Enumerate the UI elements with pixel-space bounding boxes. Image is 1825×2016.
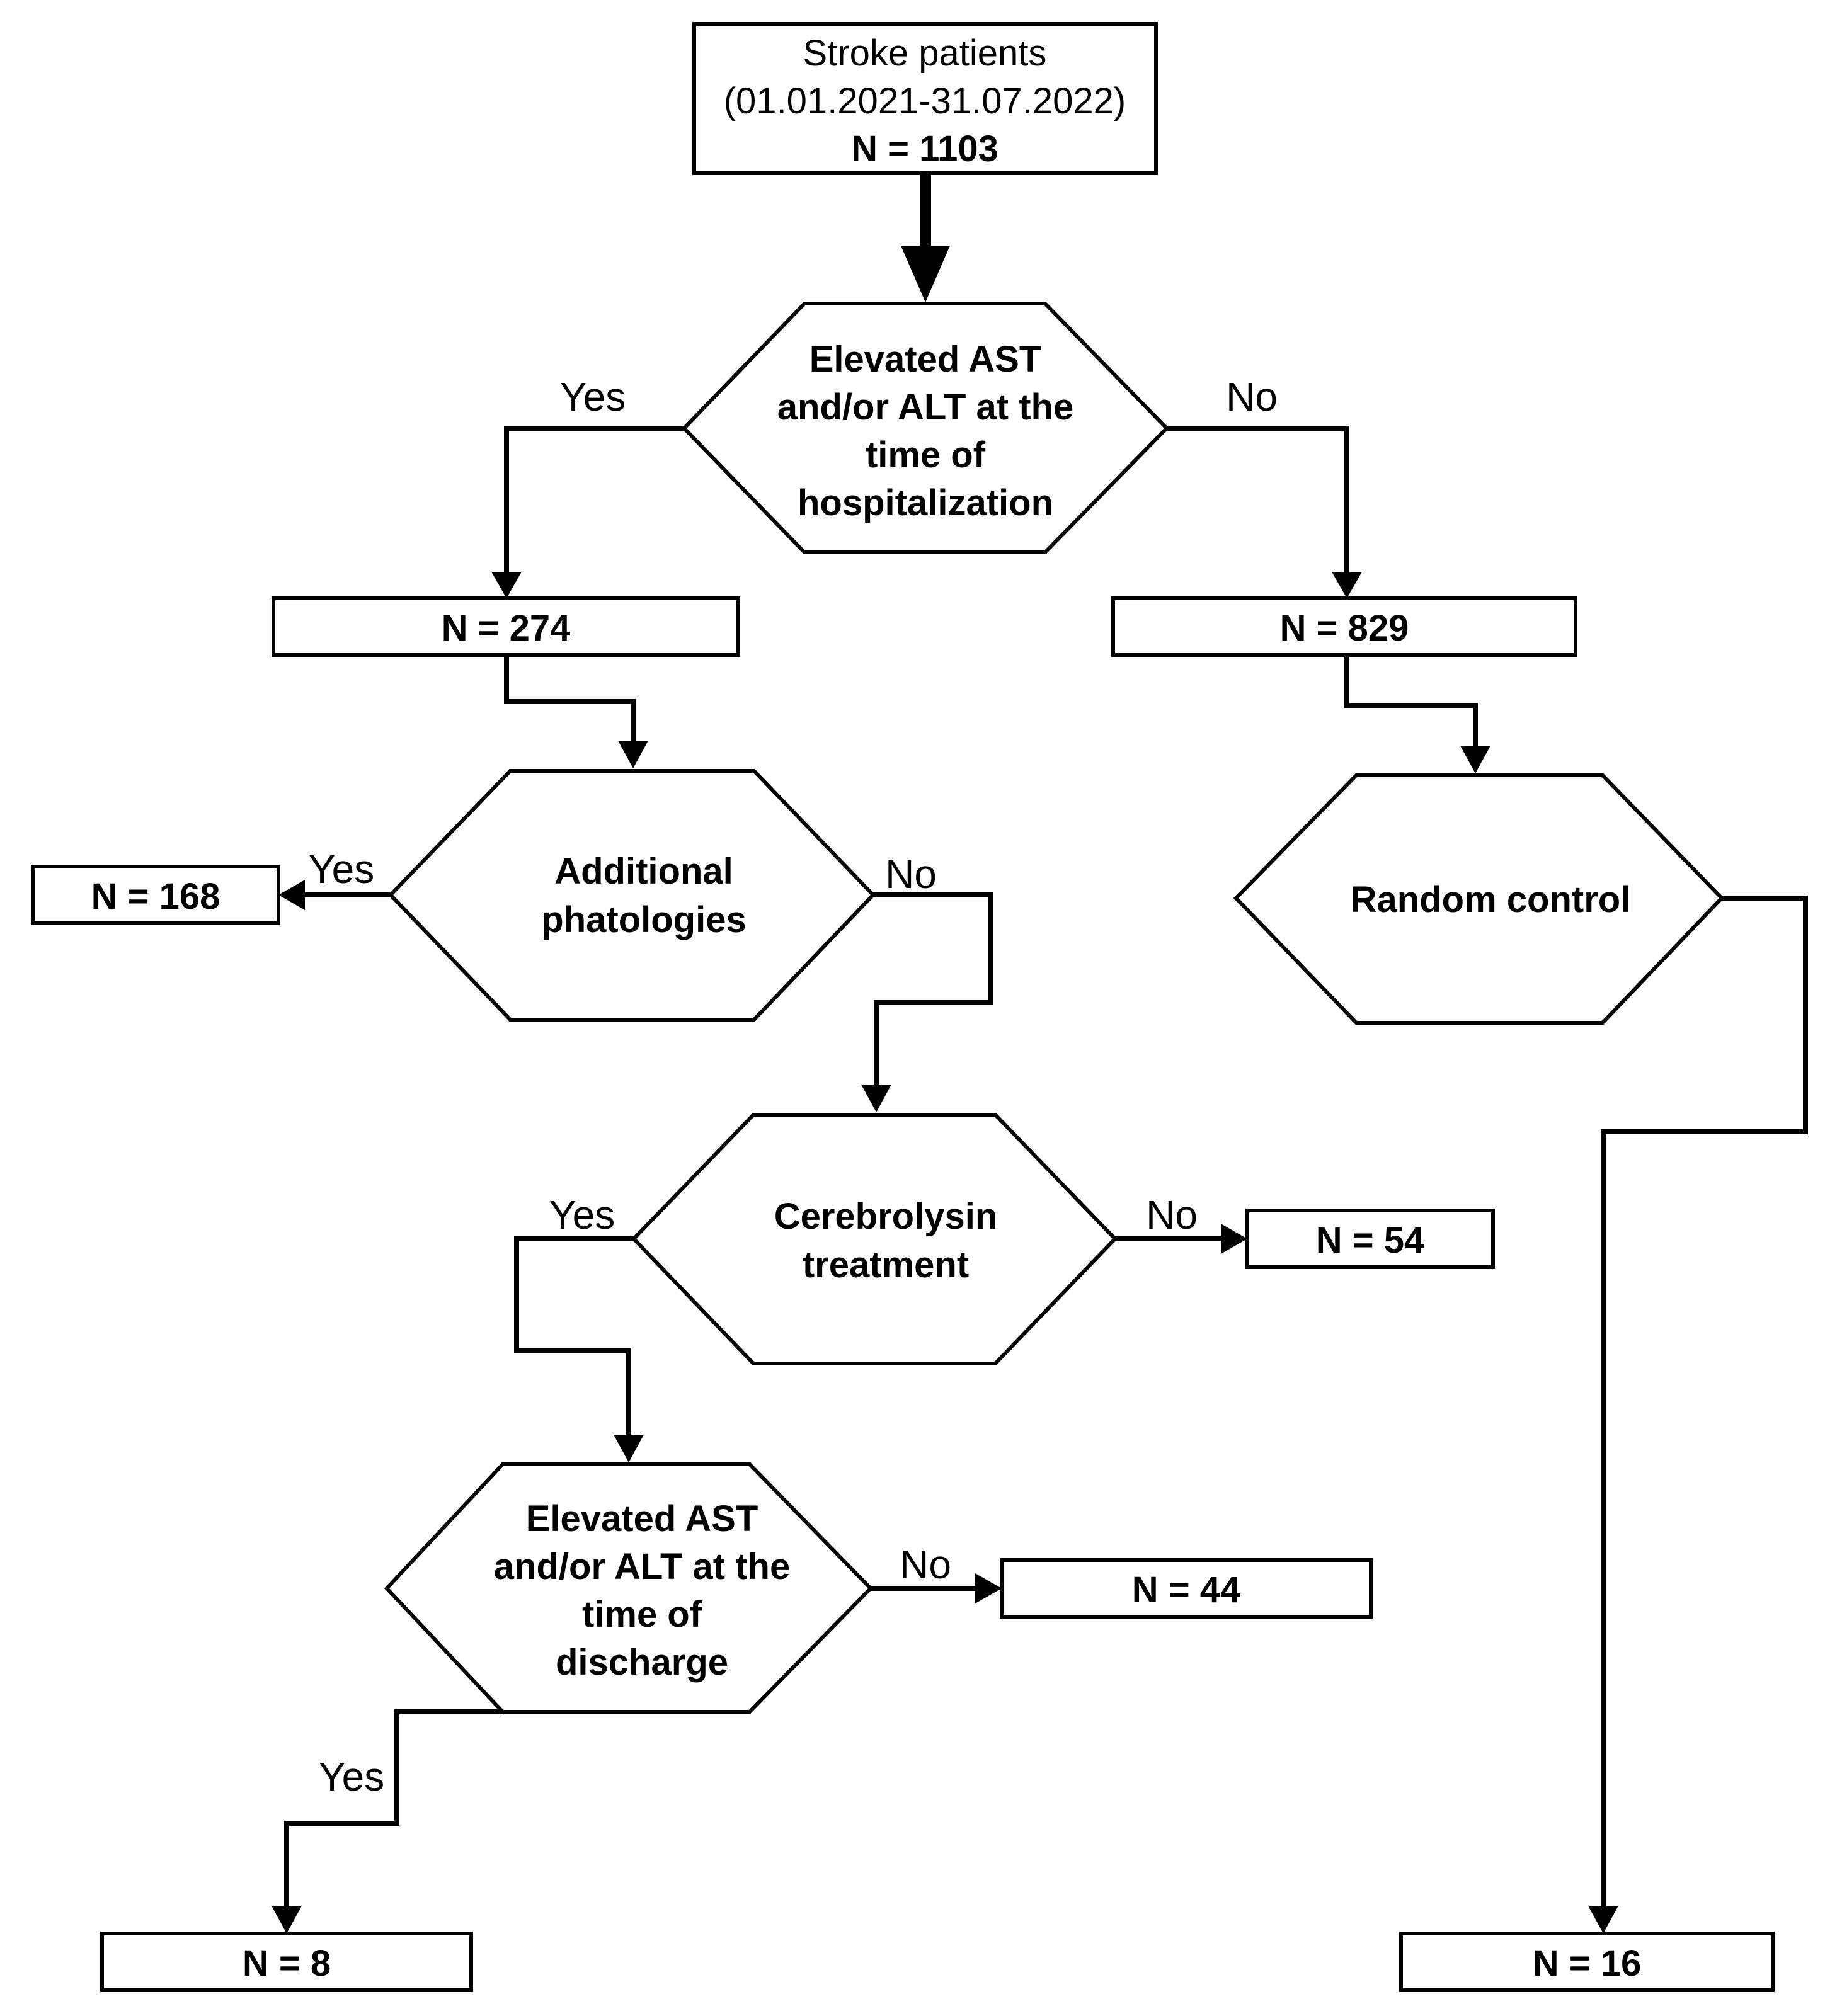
arrowhead-control [1460,746,1490,773]
connector-hospitalization-no [1167,426,1349,574]
count-box-16: N = 16 [1399,1932,1775,1992]
decision-hospitalization: Elevated AST and/or ALT at the time of h… [681,302,1170,554]
count-54-label: N = 54 [1316,1220,1425,1261]
decision-cerebrolysin-line1: Cerebrolysin [774,1196,998,1237]
decision-pathologies-line2: phatologies [541,899,746,940]
connector-discharge-yes [284,1709,503,1908]
count-44-label: N = 44 [1132,1569,1241,1610]
count-16-label: N = 16 [1533,1943,1642,1984]
label-cerebrolysin-no: No [1146,1192,1198,1238]
count-274-label: N = 274 [442,608,571,649]
decision-discharge-line4: discharge [556,1642,728,1683]
decision-control: Random control [1233,773,1725,1025]
arrowhead-pathologies [618,741,648,768]
arrowhead-n829 [1332,572,1362,598]
decision-cerebrolysin: Cerebrolysin treatment [631,1113,1118,1365]
decision-pathologies: Additional phatologies [387,769,876,1022]
label-cerebrolysin-yes: Yes [549,1192,615,1238]
arrowhead-n16 [1588,1906,1618,1933]
label-discharge-no: No [900,1542,951,1587]
connector-pathologies-no [873,892,993,1087]
count-box-829: N = 829 [1111,596,1577,657]
decision-hospitalization-line1: Elevated AST [810,339,1042,380]
arrowhead-n168 [278,880,305,910]
count-box-54: N = 54 [1245,1209,1495,1269]
arrowhead-discharge [614,1435,644,1462]
connector-n274-to-pathologies [504,655,636,743]
arrowhead-n44 [975,1573,1002,1603]
start-box: Stroke patients (01.01.2021-31.07.2022) … [692,22,1158,175]
start-count: N = 1103 [851,128,998,169]
arrowhead-n54 [1221,1224,1247,1254]
decision-pathologies-line1: Additional [554,851,733,892]
decision-discharge-line3: time of [582,1594,702,1635]
decision-discharge-line1: Elevated AST [526,1498,758,1539]
label-hospitalization-no: No [1226,374,1278,419]
count-box-168: N = 168 [31,865,280,925]
label-pathologies-no: No [885,851,937,897]
decision-discharge-line2: and/or ALT at the [494,1546,790,1587]
decision-discharge: Elevated AST and/or ALT at the time of d… [384,1462,874,1714]
decision-hospitalization-line4: hospitalization [798,482,1053,523]
connector-cerebrolysin-yes [514,1236,634,1437]
start-title: Stroke patients [803,33,1047,74]
decision-hospitalization-line2: and/or ALT at the [777,387,1073,428]
connector-control-to-n16 [1601,896,1808,1908]
count-box-44: N = 44 [1000,1558,1373,1619]
count-829-label: N = 829 [1280,608,1409,649]
connector-hospitalization-yes [504,426,684,574]
decision-hospitalization-line3: time of [866,435,986,476]
count-8-label: N = 8 [243,1943,331,1984]
count-168-label: N = 168 [91,876,220,917]
label-pathologies-yes: Yes [309,846,374,892]
arrowhead-n8 [272,1906,302,1933]
connector-n829-to-control [1344,655,1478,748]
decision-cerebrolysin-line2: treatment [803,1244,969,1285]
label-discharge-yes: Yes [319,1754,384,1799]
arrowhead-hospitalization [901,246,950,302]
decision-control-line1: Random control [1351,879,1631,920]
count-box-274: N = 274 [272,596,740,657]
label-hospitalization-yes: Yes [560,374,626,419]
arrowhead-cerebrolysin [861,1085,891,1112]
arrowhead-n274 [491,572,522,598]
count-box-8: N = 8 [100,1932,473,1992]
start-date-range: (01.01.2021-31.07.2022) [724,81,1126,122]
